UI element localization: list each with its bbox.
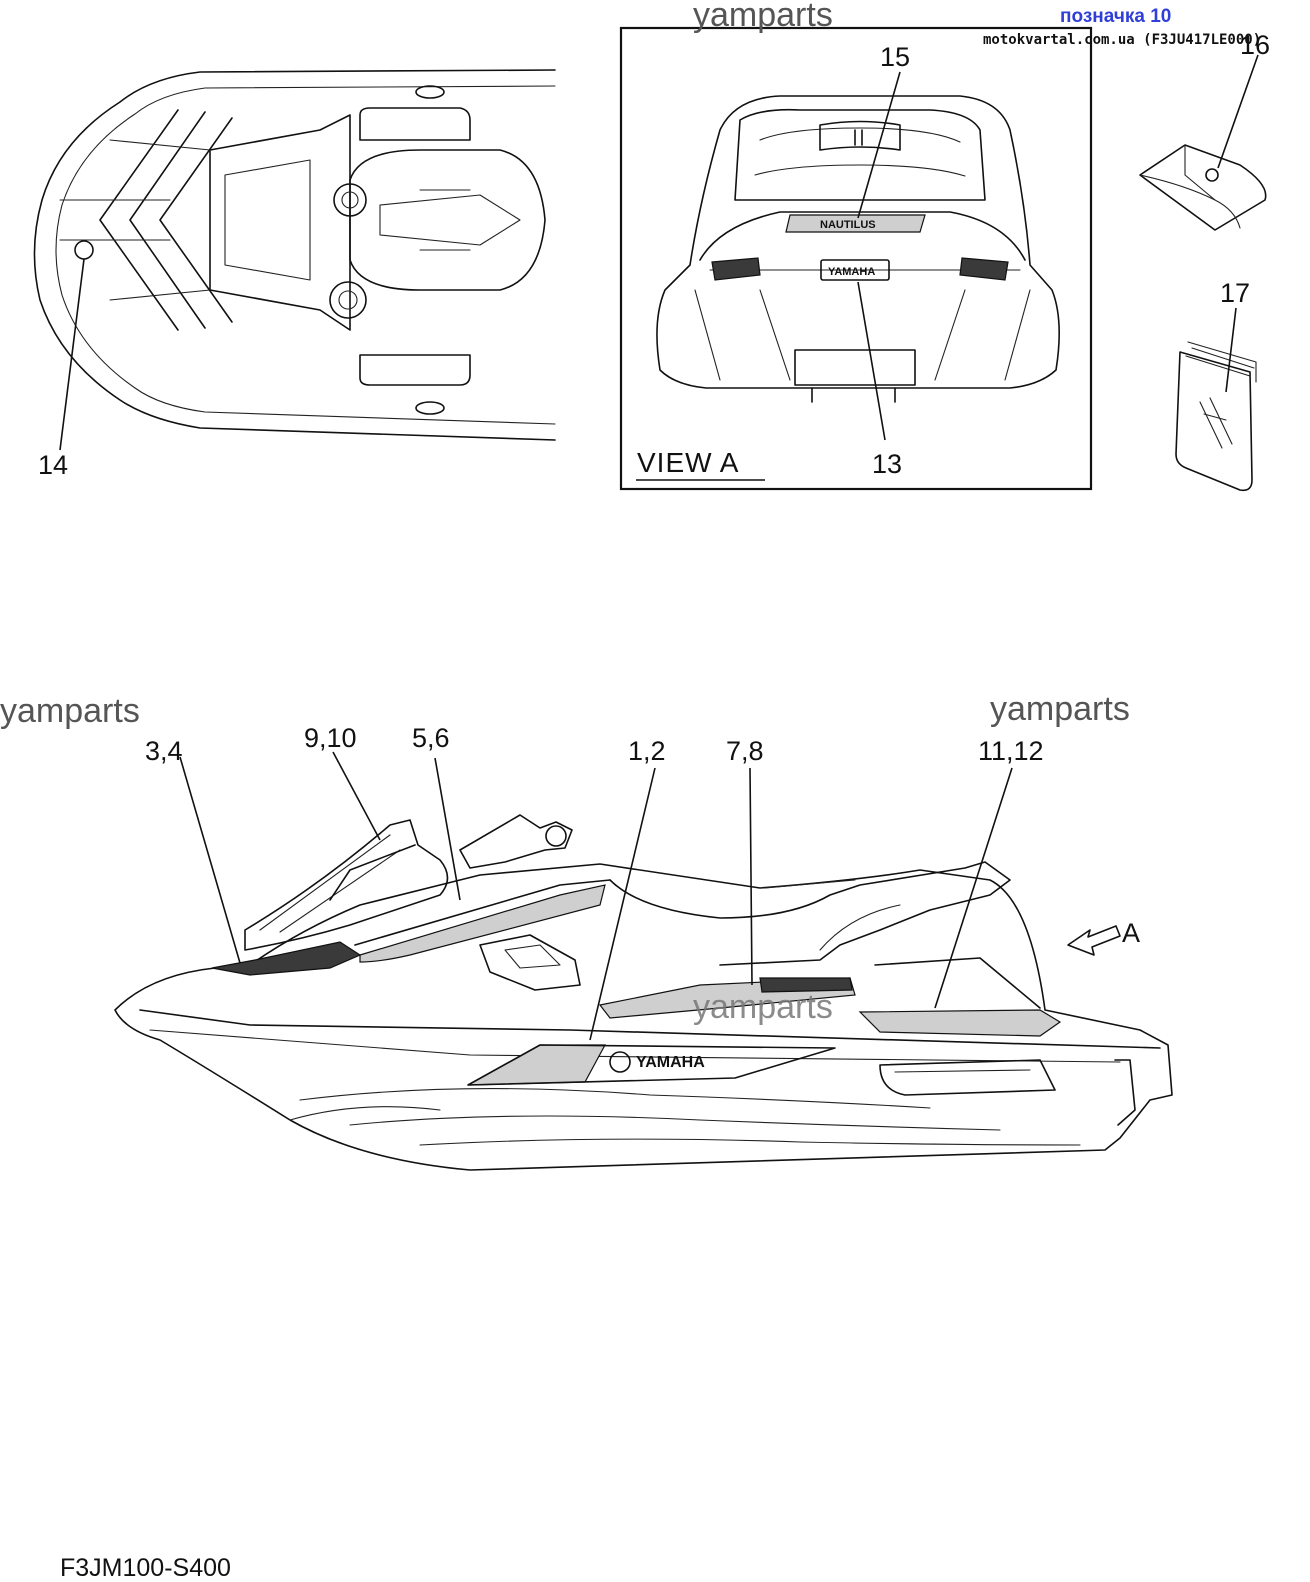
header-tag: позначка 10 <box>1060 6 1171 27</box>
callout-15: 15 <box>880 42 910 72</box>
view-a-frame <box>619 26 1093 491</box>
callout-17: 17 <box>1220 278 1250 308</box>
rear-view-drawing: NAUTILUS YAMAHA <box>656 95 1060 403</box>
view-a-arrow <box>1067 925 1121 956</box>
part-16-pouch <box>1139 144 1267 231</box>
watermark-left: yamparts <box>0 692 140 730</box>
side-view-drawing <box>114 814 1173 1171</box>
view-a-label: VIEW A <box>637 447 739 478</box>
deck-top-view <box>33 69 556 451</box>
watermark-right: yamparts <box>990 690 1130 728</box>
callout-3-4: 3,4 <box>145 736 183 766</box>
view-a-decal-text: NAUTILUS <box>820 219 876 231</box>
hull-decal-text: YAMAHA <box>636 1054 705 1071</box>
callout-13: 13 <box>872 449 902 479</box>
callout-1-2: 1,2 <box>628 736 666 766</box>
callout-9-10: 9,10 <box>304 723 357 753</box>
callout-14: 14 <box>38 450 68 480</box>
callout-7-8: 7,8 <box>726 736 764 766</box>
watermark-center: yamparts <box>693 988 833 1026</box>
callout-arrow-a: A <box>1122 918 1140 948</box>
watermark-top: yamparts <box>693 0 833 34</box>
figure-code: F3JM100-S400 <box>60 1554 231 1582</box>
callout-5-6: 5,6 <box>412 723 450 753</box>
callout-11-12: 11,12 <box>978 736 1044 766</box>
view-a-badge-text: YAMAHA <box>828 266 875 278</box>
callout-16: 16 <box>1240 30 1270 60</box>
header-source: motokvartal.com.ua (F3JU417LE000) <box>983 32 1261 48</box>
part-17-manual <box>1175 341 1257 492</box>
